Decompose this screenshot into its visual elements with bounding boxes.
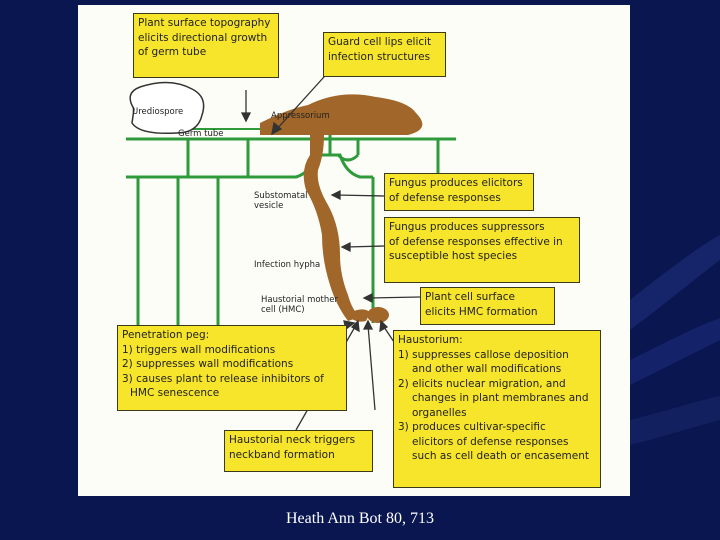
guard-cell-box: Guard cell lips elicit infection structu… xyxy=(323,32,446,77)
box-line: Fungus produces suppressors xyxy=(389,221,545,233)
box-line: 1) triggers wall modifications xyxy=(122,343,276,356)
label-line: Haustorial mother xyxy=(261,295,339,305)
box-line: of defense responses xyxy=(389,191,501,204)
box-line: elicitors of defense responses xyxy=(412,435,569,448)
box-line: Plant cell surface xyxy=(425,291,516,303)
box-line: susceptible host species xyxy=(389,250,518,262)
box-line: elicits directional growth xyxy=(138,31,268,44)
box-line: Guard cell lips elicit xyxy=(328,36,432,48)
box-line: Haustorium: xyxy=(398,334,463,346)
haustorial-neck-box: Haustorial neck triggers neckband format… xyxy=(224,430,373,472)
box-line: such as cell death or encasement xyxy=(412,450,589,462)
box-line: organelles xyxy=(412,406,467,419)
germ-tube-label: Germ tube xyxy=(178,129,224,139)
box-line: 3) causes plant to release inhibitors of xyxy=(122,372,324,385)
box-line: HMC senescence xyxy=(130,387,220,399)
box-line: 2) elicits nuclear migration, and xyxy=(398,377,566,390)
elicitors-box: Fungus produces elicitors of defense res… xyxy=(384,173,534,211)
label-line: vesicle xyxy=(254,201,284,211)
box-line: Plant surface topography xyxy=(138,17,271,29)
urediospore-shape xyxy=(129,81,205,135)
label-line: cell (HMC) xyxy=(261,305,305,315)
box-line: 3) produces cultivar-specific xyxy=(398,421,546,433)
box-line: Fungus produces elicitors xyxy=(389,177,523,189)
diagram-figure: Plant surface topography elicits directi… xyxy=(78,5,630,496)
penetration-peg-box: Penetration peg: 1) triggers wall modifi… xyxy=(117,325,347,411)
box-line: 1) suppresses callose deposition xyxy=(398,348,569,361)
caption: Heath Ann Bot 80, 713 xyxy=(286,510,434,527)
label-line: Substomatal xyxy=(254,191,308,201)
box-line: and other wall modifications xyxy=(412,363,562,375)
box-line: Penetration peg: xyxy=(122,329,210,341)
box-line: of germ tube xyxy=(138,46,207,58)
box-line: Haustorial neck triggers xyxy=(229,434,356,446)
suppressors-box: Fungus produces suppressors of defense r… xyxy=(384,217,580,283)
appressorium-label: Appressorium xyxy=(271,111,330,121)
haustorium-box: Haustorium: 1) suppresses callose deposi… xyxy=(393,330,601,488)
box-line: changes in plant membranes and xyxy=(412,392,589,404)
box-line: neckband formation xyxy=(229,448,335,461)
hmc-surface-box: Plant cell surface elicits HMC formation xyxy=(420,287,555,325)
fungus-body xyxy=(260,94,423,323)
infection-hypha-label: Infection hypha xyxy=(254,260,321,270)
box-line: of defense responses effective in xyxy=(389,235,563,248)
urediospore-label: Urediospore xyxy=(132,107,184,117)
hmc-label: Haustorial mother cell (HMC) xyxy=(261,295,338,315)
box-line: elicits HMC formation xyxy=(425,305,538,318)
plant-surface-box: Plant surface topography elicits directi… xyxy=(133,13,279,78)
box-line: infection structures xyxy=(328,50,431,63)
box-line: 2) suppresses wall modifications xyxy=(122,358,294,370)
vesicle-label: Substomatal vesicle xyxy=(254,191,308,211)
